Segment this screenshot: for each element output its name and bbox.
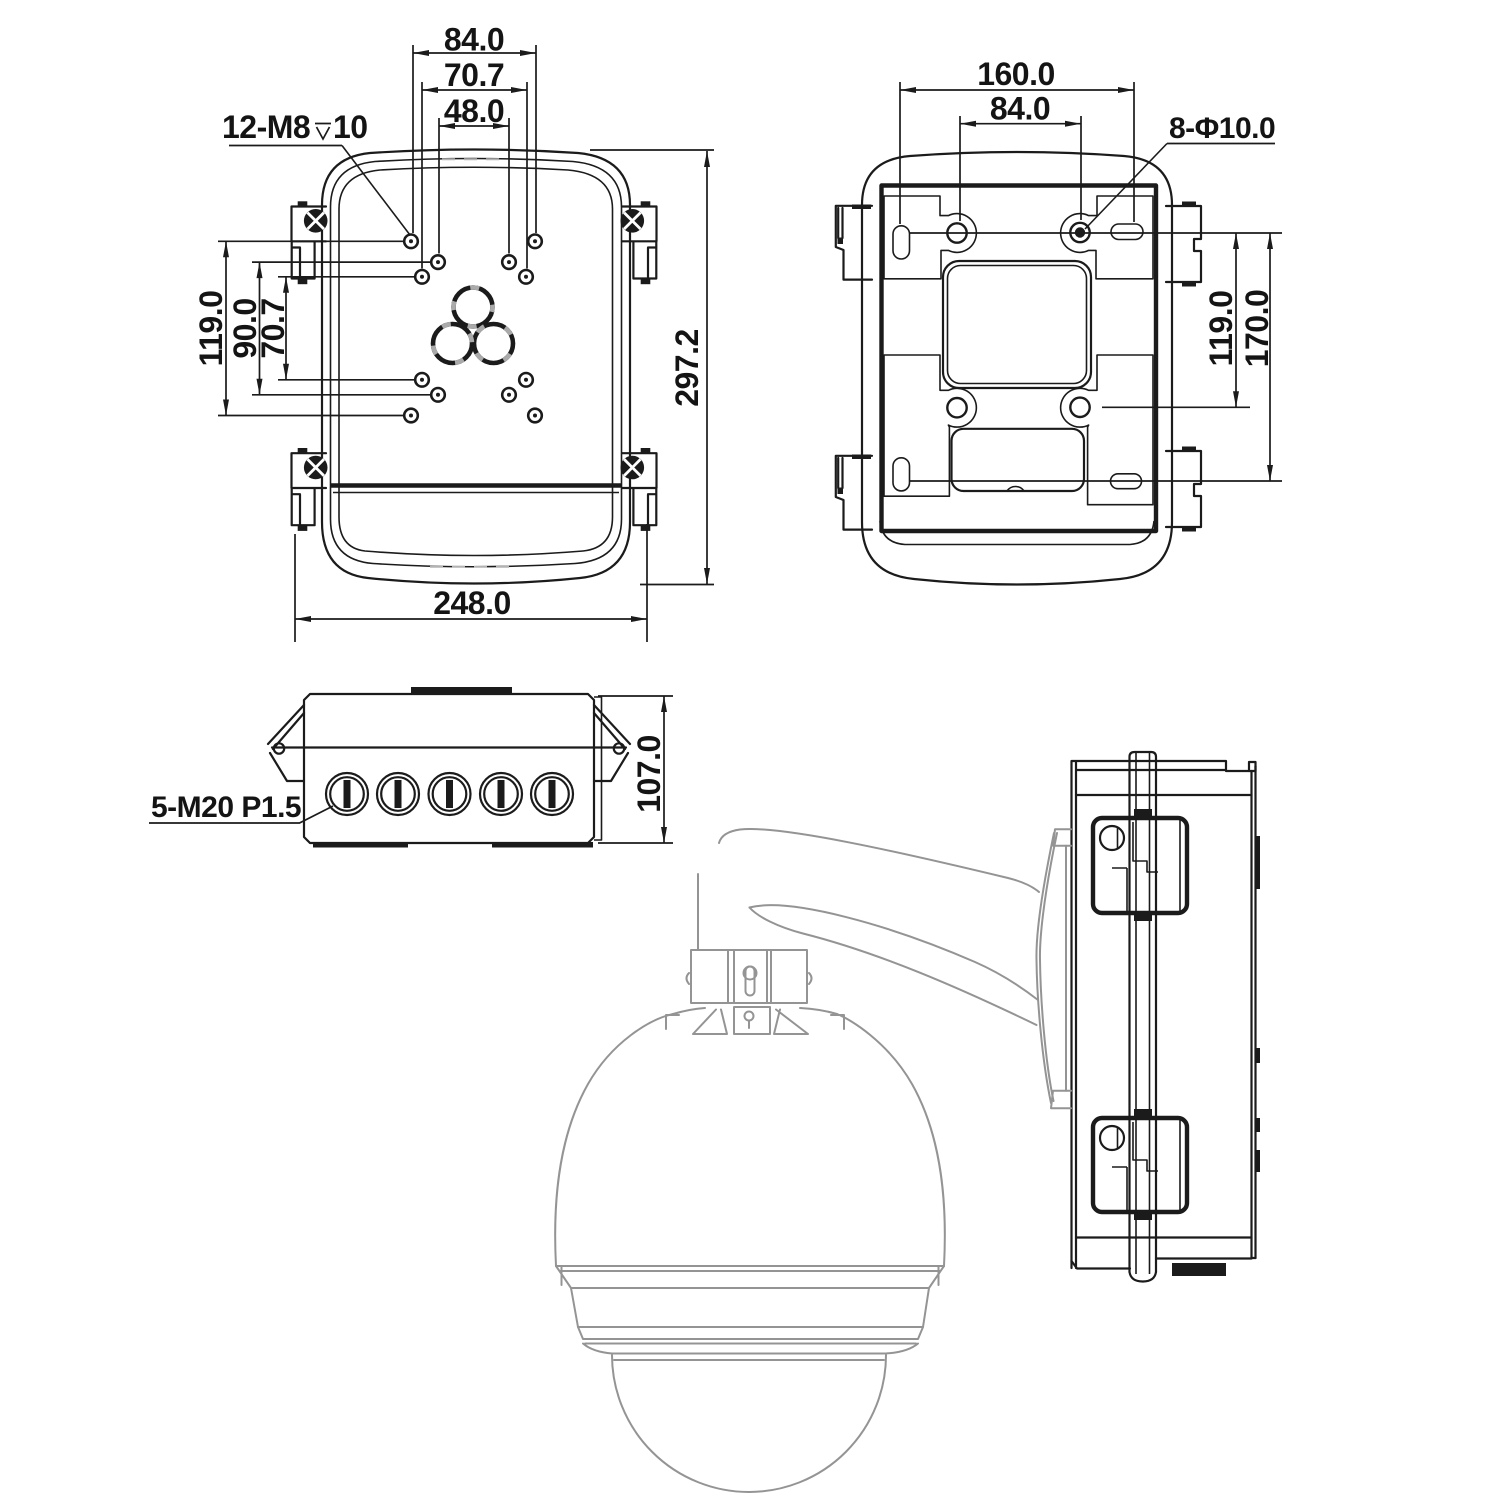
- svg-text:70.7: 70.7: [444, 57, 504, 93]
- svg-text:84.0: 84.0: [444, 22, 504, 58]
- svg-text:10: 10: [333, 109, 368, 145]
- svg-text:5-M20 P1.5: 5-M20 P1.5: [151, 791, 301, 824]
- svg-text:12-M8: 12-M8: [222, 109, 310, 145]
- svg-text:48.0: 48.0: [444, 93, 504, 129]
- svg-text:170.0: 170.0: [1239, 290, 1275, 368]
- svg-text:107.0: 107.0: [631, 735, 667, 813]
- svg-text:297.2: 297.2: [669, 329, 705, 407]
- svg-text:248.0: 248.0: [433, 585, 511, 621]
- svg-text:70.7: 70.7: [255, 298, 291, 358]
- svg-text:119.0: 119.0: [193, 291, 229, 367]
- svg-text:160.0: 160.0: [977, 56, 1055, 92]
- svg-text:84.0: 84.0: [990, 91, 1050, 127]
- svg-text:8-Φ10.0: 8-Φ10.0: [1169, 112, 1275, 145]
- svg-text:119.0: 119.0: [1203, 291, 1239, 367]
- svg-text:90.0: 90.0: [227, 298, 263, 358]
